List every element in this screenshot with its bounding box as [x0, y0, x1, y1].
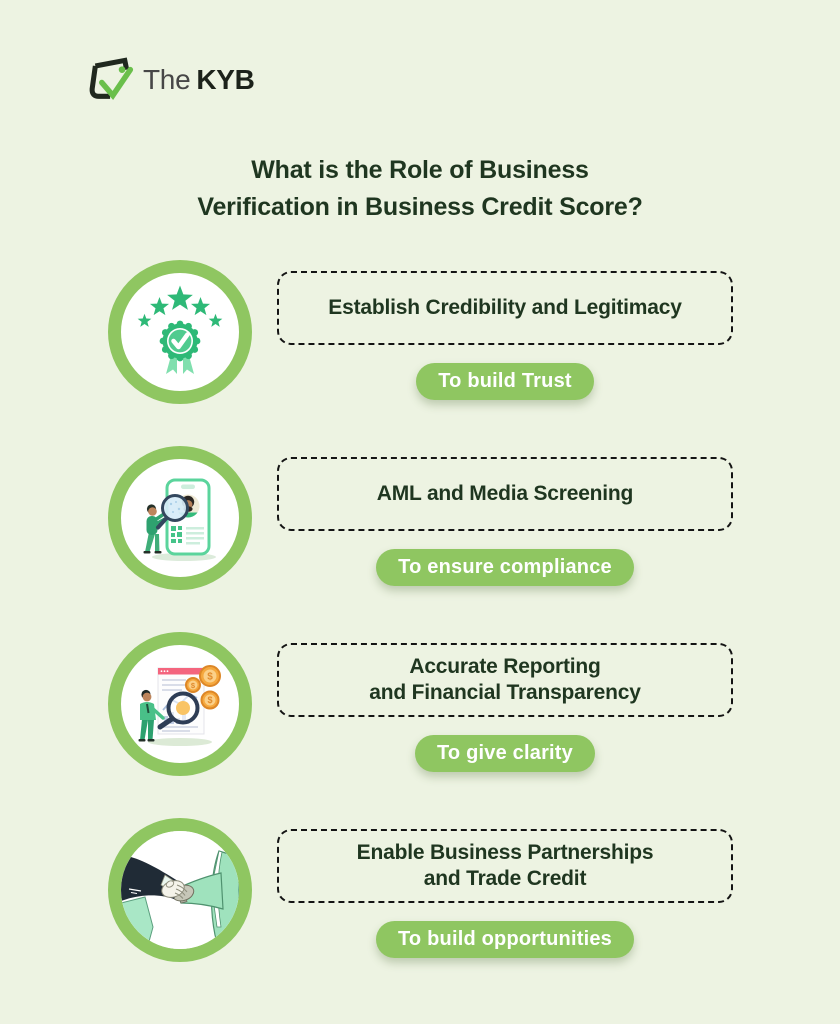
- brand-name: KYB: [196, 63, 255, 95]
- award-ribbon-stars-icon: [108, 260, 252, 404]
- heading-text: AML and Media Screening: [376, 482, 634, 505]
- financial-report-magnifier-icon: $ $ $: [108, 632, 252, 776]
- row-credibility: Establish Credibility and Legitimacy To …: [0, 260, 840, 450]
- page-title-line2: Verification in Business Credit Score?: [197, 193, 643, 221]
- badge-wrap: To build opportunities: [277, 921, 733, 958]
- svg-text:$: $: [191, 681, 196, 690]
- brand-prefix: The: [143, 63, 191, 95]
- heading-text-line2: and Financial Transparency: [369, 681, 641, 704]
- row-reporting: $ $ $ Accurate Reporting and Financial T…: [0, 632, 840, 822]
- id-card-magnifier-icon: [108, 446, 252, 590]
- heading-text-line2: and Trade Credit: [423, 867, 587, 890]
- kyb-check-logo-icon: [88, 54, 134, 105]
- benefit-badge-trust: To build Trust: [416, 363, 594, 400]
- heading-box-partnerships: Enable Business Partnerships and Trade C…: [277, 829, 733, 903]
- heading-box-credibility: Establish Credibility and Legitimacy: [277, 271, 733, 345]
- benefit-badge-clarity: To give clarity: [414, 735, 595, 772]
- heading-text: Establish Credibility and Legitimacy: [328, 296, 682, 319]
- page-title: What is the Role of Business Verificatio…: [0, 152, 840, 226]
- badge-wrap: To give clarity: [277, 735, 733, 772]
- handshake-icon: [108, 818, 252, 962]
- benefit-badge-compliance: To ensure compliance: [376, 549, 634, 586]
- heading-text: Enable Business Partnerships: [356, 841, 654, 864]
- svg-text:$: $: [207, 695, 212, 705]
- page-title-line1: What is the Role of Business: [251, 156, 589, 184]
- row-partnerships: Enable Business Partnerships and Trade C…: [0, 818, 840, 1008]
- heading-text: Accurate Reporting: [409, 655, 601, 678]
- badge-wrap: To ensure compliance: [277, 549, 733, 586]
- benefit-badge-opportunities: To build opportunities: [376, 921, 634, 958]
- heading-box-aml: AML and Media Screening: [277, 457, 733, 531]
- badge-wrap: To build Trust: [277, 363, 733, 400]
- svg-text:$: $: [207, 672, 213, 683]
- row-aml-screening: AML and Media Screening To ensure compli…: [0, 446, 840, 636]
- heading-box-reporting: Accurate Reporting and Financial Transpa…: [277, 643, 733, 717]
